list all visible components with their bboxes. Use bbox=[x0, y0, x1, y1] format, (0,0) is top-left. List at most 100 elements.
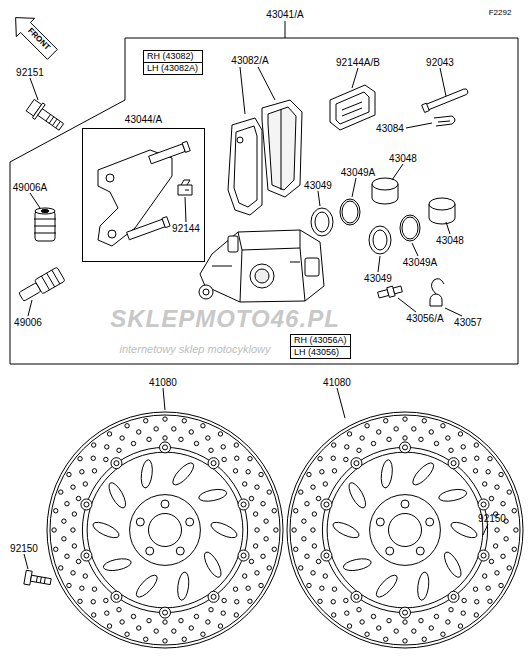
brake-disc bbox=[67, 472, 71, 476]
leader-line bbox=[398, 298, 416, 312]
pad-spring bbox=[181, 180, 190, 190]
leader-line bbox=[406, 123, 432, 128]
dust-seal bbox=[342, 201, 358, 223]
brake-disc bbox=[495, 485, 499, 489]
brake-disc bbox=[83, 574, 87, 578]
brake-disc bbox=[473, 469, 477, 473]
brake-disc bbox=[194, 614, 198, 618]
assembly-outline bbox=[10, 4, 520, 364]
brake-disc bbox=[365, 424, 369, 428]
brake-disc bbox=[209, 608, 213, 612]
brake-disc bbox=[76, 559, 80, 563]
brake-disc bbox=[137, 626, 141, 630]
brake-disc bbox=[234, 443, 238, 447]
brake-disc bbox=[136, 518, 144, 526]
brake-disc bbox=[462, 457, 466, 461]
brake-disc bbox=[161, 500, 169, 508]
brake-disc bbox=[410, 460, 437, 488]
dust-seal bbox=[402, 217, 418, 239]
brake-disc bbox=[78, 457, 82, 461]
pad-shim bbox=[330, 85, 375, 130]
brake-disc bbox=[241, 553, 246, 558]
brake-disc bbox=[386, 547, 394, 555]
brake-disc bbox=[186, 518, 194, 526]
caliper-bracket bbox=[127, 219, 165, 240]
brake-disc bbox=[474, 613, 478, 617]
brake-disc bbox=[388, 513, 421, 546]
brake-pad bbox=[228, 100, 302, 215]
brake-disc bbox=[107, 432, 111, 436]
brake-disc bbox=[76, 496, 80, 500]
rubber-boot bbox=[34, 208, 56, 241]
brake-disc bbox=[259, 583, 263, 587]
brake-disc bbox=[198, 487, 228, 503]
brake-disc bbox=[290, 415, 520, 645]
brake-disc bbox=[354, 594, 359, 599]
leader-line bbox=[440, 68, 446, 96]
brake-disc bbox=[182, 637, 186, 641]
caliper-bracket bbox=[108, 230, 116, 238]
leader-line bbox=[352, 68, 358, 88]
brake-disc bbox=[163, 417, 167, 421]
brake-disc bbox=[495, 571, 499, 575]
brake-disc bbox=[331, 456, 335, 460]
brake-disc bbox=[234, 613, 238, 617]
part-variant: LH (43056) bbox=[291, 346, 350, 358]
brake-disc bbox=[114, 461, 119, 466]
callout-number: 43048 bbox=[389, 153, 417, 164]
brake-disc bbox=[380, 459, 394, 488]
callout-number: 92151 bbox=[16, 67, 44, 78]
disc-screw bbox=[36, 576, 45, 583]
brake-disc bbox=[478, 499, 489, 510]
brake-disc bbox=[324, 553, 329, 558]
brake-disc bbox=[481, 502, 486, 507]
brake-disc bbox=[321, 550, 332, 561]
brake-disc bbox=[131, 441, 135, 445]
brake-disc bbox=[84, 553, 89, 558]
brake-disc bbox=[507, 566, 511, 570]
brake-disc bbox=[458, 432, 462, 436]
brake-disc bbox=[384, 637, 388, 641]
brake-disc bbox=[211, 461, 216, 466]
brake-disc bbox=[357, 448, 361, 452]
brake-disc bbox=[241, 502, 246, 507]
brake-disc bbox=[148, 513, 181, 546]
brake-disc bbox=[154, 629, 158, 633]
brake-disc bbox=[486, 586, 490, 590]
brake-disc bbox=[211, 594, 216, 599]
leader-line bbox=[30, 193, 40, 208]
brake-disc bbox=[351, 458, 362, 469]
callout-number: 41080 bbox=[323, 377, 351, 388]
disc-screw bbox=[30, 575, 51, 584]
slide-pin bbox=[35, 267, 66, 294]
caliper-body bbox=[255, 269, 269, 283]
brake-disc bbox=[261, 502, 265, 506]
brake-disc bbox=[179, 437, 183, 441]
brake-disc bbox=[351, 591, 362, 602]
brake-disc bbox=[208, 591, 219, 602]
brake-disc bbox=[305, 502, 309, 506]
brake-disc bbox=[206, 620, 210, 624]
brake-disc bbox=[318, 457, 322, 461]
bleeder-cap bbox=[431, 279, 444, 294]
brake-disc bbox=[154, 427, 158, 431]
brake-disc bbox=[62, 519, 66, 523]
brake-disc bbox=[243, 482, 247, 486]
leader-line bbox=[446, 222, 450, 234]
brake-disc bbox=[47, 412, 283, 648]
brake-disc bbox=[82, 447, 247, 612]
brake-disc bbox=[172, 427, 176, 431]
brake-disc bbox=[512, 547, 516, 551]
brake-disc bbox=[302, 519, 306, 523]
brake-disc bbox=[416, 571, 430, 600]
caliper-body bbox=[238, 230, 305, 302]
brake-disc bbox=[347, 624, 351, 628]
brake-disc bbox=[125, 632, 129, 636]
rubber-boot bbox=[41, 210, 49, 213]
brake-disc bbox=[451, 461, 456, 466]
side-table: RH (43056A)LH (43056) bbox=[290, 334, 351, 359]
brake-disc bbox=[501, 554, 505, 558]
piston-seal bbox=[311, 208, 333, 236]
brake-disc bbox=[253, 544, 257, 548]
assembly-outline bbox=[10, 38, 518, 364]
